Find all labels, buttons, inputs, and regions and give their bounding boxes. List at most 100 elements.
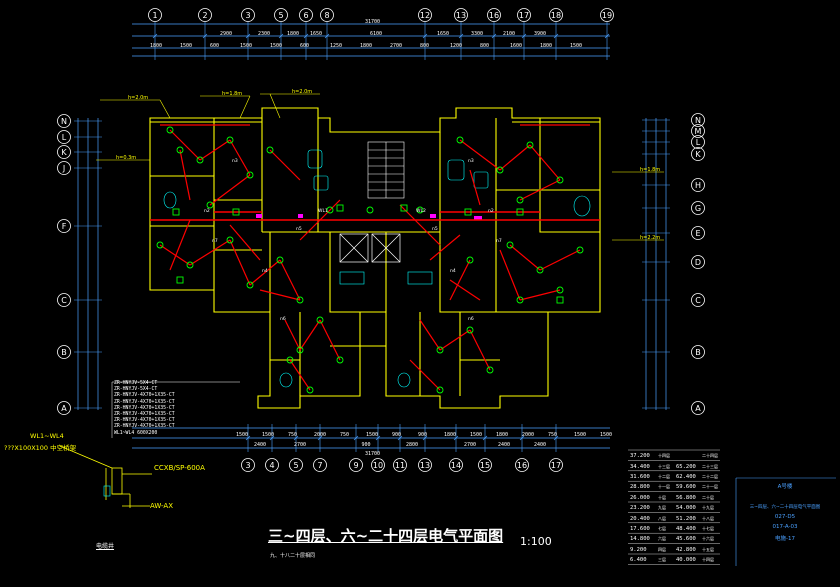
axis-bubble-left: L bbox=[57, 130, 71, 144]
wire-run bbox=[249, 259, 281, 286]
axis-bubble-left: K bbox=[57, 145, 71, 159]
axis-bubble-top: 1 bbox=[148, 8, 162, 22]
bottom-dim-text: 2400 bbox=[254, 442, 266, 448]
elevation-cell: 十二层 bbox=[658, 473, 670, 479]
top-dim-text: 2900 bbox=[220, 31, 232, 37]
top-dim-text: 1650 bbox=[310, 31, 322, 37]
top-detail-text: 2700 bbox=[390, 43, 402, 49]
circuit-label: n4 bbox=[262, 268, 268, 274]
elevation-cell: 42.800 bbox=[676, 546, 696, 553]
axis-bubble-bottom: 17 bbox=[549, 458, 563, 472]
circuit-label: n6 bbox=[468, 316, 474, 322]
wire-run bbox=[209, 174, 251, 206]
svg-text:5: 5 bbox=[293, 461, 298, 470]
device-symbol bbox=[326, 206, 334, 214]
top-detail-text: 1500 bbox=[180, 43, 192, 49]
title-block-code3: 电施-17 bbox=[775, 536, 795, 542]
elevation-cell: 十一层 bbox=[658, 484, 670, 490]
legend-row: ZR-HNYJV-4X70+1X35-CT bbox=[114, 399, 175, 405]
device-symbol bbox=[306, 386, 314, 394]
axis-bubble-right: B bbox=[691, 345, 705, 359]
circuit-label: n3 bbox=[232, 158, 238, 164]
bottom-detail-text: 1500 bbox=[262, 432, 274, 438]
drawing-scale: 1:100 bbox=[520, 535, 552, 548]
riser-ax-label: AW-AX bbox=[150, 502, 173, 510]
wire-run bbox=[539, 249, 581, 271]
elevation-cell: 三层 bbox=[658, 557, 666, 563]
svg-text:3: 3 bbox=[245, 11, 250, 20]
elevation-cell: 八层 bbox=[658, 515, 666, 521]
wire-run bbox=[459, 139, 501, 171]
riser-line-2: ???X100X100 中空桥架 bbox=[4, 444, 77, 452]
svg-text:9: 9 bbox=[353, 461, 358, 470]
wire-run bbox=[509, 244, 541, 271]
bottom-detail-text: 1500 bbox=[600, 432, 612, 438]
axis-bubble-bottom: 3 bbox=[241, 458, 255, 472]
axis-bubble-top: 16 bbox=[487, 8, 501, 22]
device-symbol bbox=[526, 141, 534, 149]
device-symbol bbox=[556, 286, 564, 294]
wire-run bbox=[449, 259, 471, 301]
bottom-detail-text: 1500 bbox=[470, 432, 482, 438]
axis-bubble-bottom: 16 bbox=[515, 458, 529, 472]
wire-run bbox=[419, 319, 441, 351]
wire-run bbox=[409, 359, 441, 391]
wire-run bbox=[499, 249, 521, 301]
top-detail-text: 600 bbox=[300, 43, 309, 49]
top-detail-text: 1800 bbox=[150, 43, 162, 49]
top-dim-text: 2300 bbox=[258, 31, 270, 37]
axis-bubble-top: 12 bbox=[418, 8, 432, 22]
svg-text:2: 2 bbox=[202, 11, 207, 20]
title-block-sheet: 三~四层、六~二十四层电气平面图 bbox=[749, 505, 821, 510]
riser-line-1: WL1~WL4 bbox=[30, 432, 64, 440]
axis-bubble-left: B bbox=[57, 345, 71, 359]
shaft-note: 电缆井 bbox=[96, 543, 115, 550]
bottom-dim-text: 2700 bbox=[294, 442, 306, 448]
device-symbol bbox=[496, 166, 504, 174]
top-dim-text: 6100 bbox=[370, 31, 382, 37]
elevator-shafts bbox=[339, 233, 401, 263]
riser-detail-cyan bbox=[103, 485, 111, 497]
legend-row: ZR-HNYJV-4X70+1X35-CT bbox=[114, 418, 175, 424]
wire-run bbox=[439, 329, 471, 351]
drawing-subtitle: 九、十八二十层相同 bbox=[270, 553, 316, 559]
elevation-cell: 6.400 bbox=[630, 557, 647, 564]
wire-run bbox=[169, 129, 201, 161]
device-symbol bbox=[186, 261, 194, 269]
top-detail-text: 1800 bbox=[360, 43, 372, 49]
height-annotations bbox=[96, 93, 664, 241]
top-detail-text: 800 bbox=[420, 43, 429, 49]
elevation-cell: 28.800 bbox=[630, 484, 650, 491]
building-walls bbox=[149, 107, 601, 409]
wire-run bbox=[289, 359, 311, 391]
legend-row: ZR-HNYJV-4X70+1X35-CT bbox=[114, 405, 175, 411]
top-dim-text: 1650 bbox=[437, 31, 449, 37]
axis-bubble-right: D bbox=[691, 255, 705, 269]
svg-text:16: 16 bbox=[517, 461, 527, 470]
elevation-cell: 9.200 bbox=[630, 546, 647, 553]
top-detail-text: 600 bbox=[210, 43, 219, 49]
top-dimension-lines bbox=[132, 23, 610, 57]
elevation-table-lines bbox=[628, 449, 720, 565]
device-symbol bbox=[436, 346, 444, 354]
svg-text:B: B bbox=[61, 348, 67, 357]
wire-run bbox=[469, 329, 491, 371]
device-symbol bbox=[416, 206, 424, 214]
axis-bubble-top: 13 bbox=[454, 8, 468, 22]
axis-bubble-right: L bbox=[691, 135, 705, 149]
circuit-label: n4 bbox=[450, 268, 456, 274]
plumbing-fixtures bbox=[163, 149, 591, 388]
device-symbol bbox=[246, 281, 254, 289]
device-symbol bbox=[176, 146, 184, 154]
legend-row: ZR-HNYJV-5X4-CT bbox=[114, 381, 158, 386]
top-detail-text: 1500 bbox=[240, 43, 252, 49]
wire-run bbox=[499, 144, 531, 171]
axis-bubble-top: 18 bbox=[549, 8, 563, 22]
